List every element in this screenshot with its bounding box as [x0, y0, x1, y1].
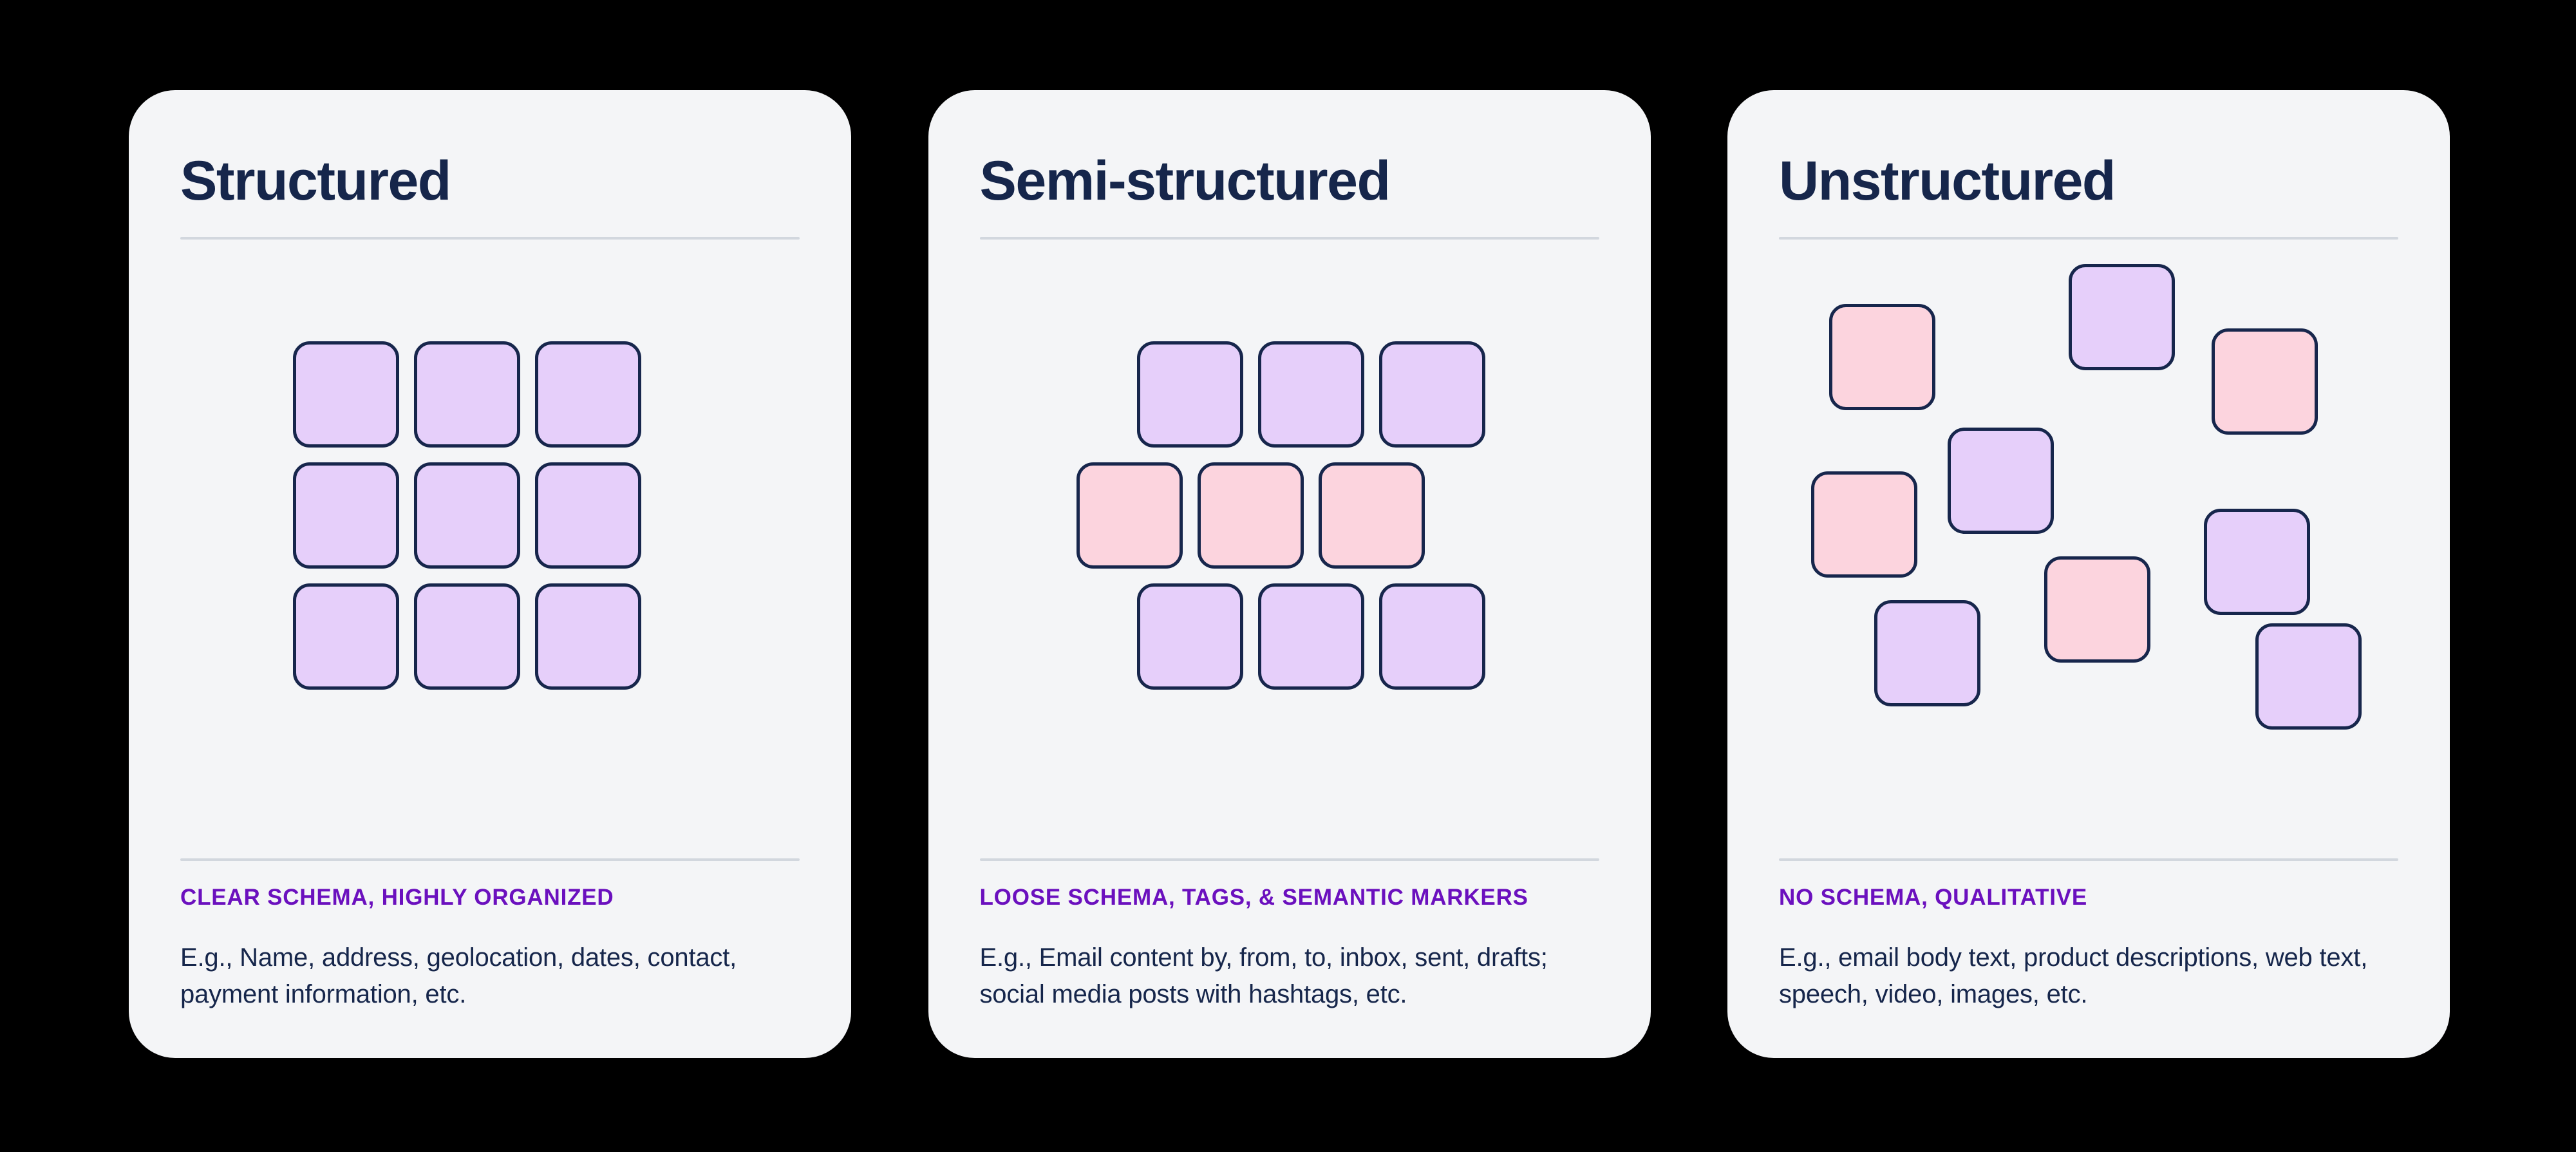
square-tile — [535, 583, 641, 690]
square-tile — [1378, 583, 1485, 690]
square-tile — [1076, 462, 1183, 569]
square-tile — [535, 462, 641, 569]
card-semi-structured: Semi-structured LOOSE SCHEMA, TAGS, & SE… — [928, 90, 1651, 1058]
square-tile — [1136, 341, 1243, 448]
card-body-unstructured: E.g., email body text, product descripti… — [1779, 943, 2368, 1009]
footer-divider-unstructured — [1779, 858, 2398, 861]
square-tile — [1829, 304, 1935, 410]
square-tile — [293, 462, 399, 569]
square-tile — [1197, 462, 1304, 569]
square-tile — [2204, 509, 2310, 615]
card-footer-unstructured: NO SCHEMA, QUALITATIVE E.g., email body … — [1779, 858, 2398, 1013]
square-tile — [414, 462, 520, 569]
card-title-unstructured: Unstructured — [1779, 150, 2116, 212]
squares-diagram-structured — [180, 240, 800, 858]
square-tile — [2212, 328, 2318, 435]
data-type-cards-row: Structured CLEAR SCHEMA, HIGHLY ORGANIZE… — [129, 90, 2450, 1058]
card-kicker-semi-structured: LOOSE SCHEMA, TAGS, & SEMANTIC MARKERS — [979, 884, 1528, 910]
card-title-structured: Structured — [180, 150, 451, 212]
square-tile — [1257, 583, 1364, 690]
square-tile — [293, 583, 399, 690]
square-tile — [1318, 462, 1425, 569]
footer-divider-structured — [180, 858, 800, 861]
card-kicker-unstructured: NO SCHEMA, QUALITATIVE — [1779, 884, 2088, 910]
card-title-semi-structured: Semi-structured — [979, 150, 1391, 212]
title-divider-semi-structured — [979, 237, 1599, 240]
card-structured: Structured CLEAR SCHEMA, HIGHLY ORGANIZE… — [129, 90, 851, 1058]
card-kicker-structured: CLEAR SCHEMA, HIGHLY ORGANIZED — [180, 884, 614, 910]
square-tile — [535, 341, 641, 448]
square-tile — [1948, 428, 2054, 534]
square-tile — [293, 341, 399, 448]
title-divider-structured — [180, 237, 800, 240]
card-body-semi-structured: E.g., Email content by, from, to, inbox,… — [979, 943, 1548, 1009]
square-tile — [1257, 341, 1364, 448]
square-tile — [414, 583, 520, 690]
title-divider-unstructured — [1779, 237, 2398, 240]
squares-diagram-semi-structured — [980, 240, 1599, 858]
square-tile — [2255, 623, 2362, 730]
card-body-structured: E.g., Name, address, geolocation, dates,… — [180, 943, 737, 1009]
square-tile — [414, 341, 520, 448]
footer-divider-semi-structured — [979, 858, 1599, 861]
card-footer-semi-structured: LOOSE SCHEMA, TAGS, & SEMANTIC MARKERS E… — [979, 858, 1599, 1013]
card-unstructured: Unstructured NO SCHEMA, QUALITATIVE E.g.… — [1727, 90, 2450, 1058]
square-tile — [1811, 471, 1917, 578]
square-tile — [1874, 600, 1980, 706]
square-tile — [1136, 583, 1243, 690]
card-footer-structured: CLEAR SCHEMA, HIGHLY ORGANIZED E.g., Nam… — [180, 858, 800, 1013]
square-tile — [1378, 341, 1485, 448]
square-tile — [2069, 264, 2175, 370]
squares-diagram-unstructured — [1779, 240, 2398, 858]
square-tile — [2044, 556, 2150, 663]
